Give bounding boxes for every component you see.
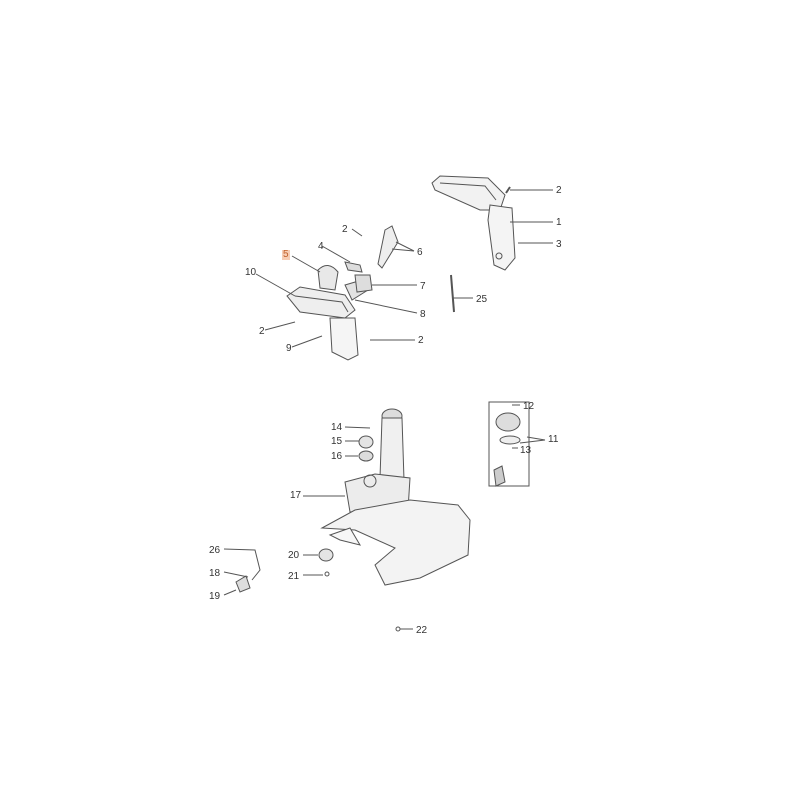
callout-7: 7 (420, 281, 426, 292)
callout-8: 8 (420, 309, 426, 320)
callout-3: 3 (556, 239, 562, 250)
callout-10: 10 (245, 267, 257, 278)
callout-2: 2 (418, 335, 424, 346)
callout-19: 19 (209, 591, 221, 602)
part-group-box (488, 401, 530, 487)
callout-5-highlighted[interactable]: 5 (282, 249, 290, 260)
callout-6: 6 (417, 247, 423, 258)
callout-16: 16 (331, 451, 343, 462)
callout-12: 12 (523, 401, 535, 412)
callout-18: 18 (209, 568, 221, 579)
callout-17: 17 (290, 490, 302, 501)
callout-21: 21 (288, 571, 300, 582)
callout-4: 4 (318, 241, 324, 252)
rod-part (450, 274, 455, 313)
callout-2: 2 (556, 185, 562, 196)
callout-2: 2 (342, 224, 348, 235)
leader-line (321, 245, 351, 263)
callout-13: 13 (520, 445, 532, 456)
callout-20: 20 (288, 550, 300, 561)
callout-22: 22 (416, 625, 428, 636)
handle-bracket-part (431, 175, 516, 271)
callout-1: 1 (556, 217, 562, 228)
callout-14: 14 (331, 422, 343, 433)
callout-25: 25 (476, 294, 488, 305)
callout-2: 2 (259, 326, 265, 337)
control-panel-part (286, 225, 399, 361)
leader-line (351, 228, 363, 237)
callout-11: 11 (548, 434, 559, 445)
callout-26: 26 (209, 545, 221, 556)
base-tank-part (320, 408, 471, 586)
callout-9: 9 (286, 343, 292, 354)
callout-15: 15 (331, 436, 343, 447)
